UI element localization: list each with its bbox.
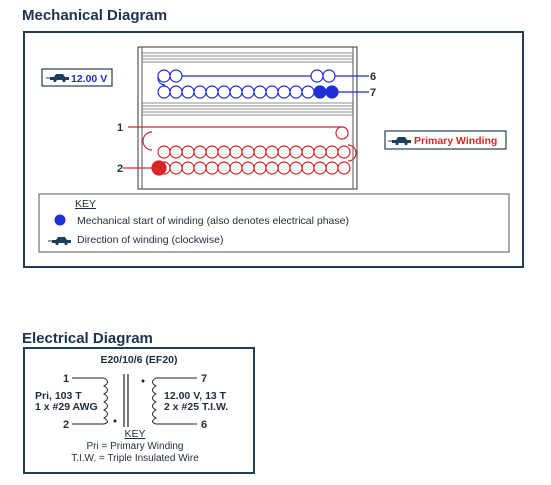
electrical-key-heading: KEY (124, 428, 145, 440)
primary-wire: 1 x #29 AWG (35, 401, 98, 413)
key-heading: KEY (75, 198, 96, 210)
electrical-schematic: E20/10/6 (EF20) 1 2 Pri, 103 T 1 x #29 A… (35, 354, 228, 464)
electrical-key-line2: T.I.W. = Triple Insulated Wire (71, 453, 199, 464)
mechanical-panel: 6 7 1 2 12.00 V Primary Winding KEY Mech… (23, 31, 524, 268)
secondary-voltage-turns: 12.00 V, 13 T (164, 390, 227, 402)
primary-row-1 (157, 161, 351, 175)
secondary-start-dot (325, 85, 339, 99)
electrical-panel: E20/10/6 (EF20) 1 2 Pri, 103 T 1 x #29 A… (23, 347, 255, 474)
key-direction-text: Direction of winding (clockwise) (77, 234, 223, 246)
start-dot-icon (54, 214, 66, 226)
secondary-voltage-label: 12.00 V (71, 73, 107, 85)
electrical-key-line1: Pri = Primary Winding (87, 441, 184, 452)
electrical-title: Electrical Diagram (22, 330, 153, 347)
primary-start-dot (151, 160, 167, 176)
pin-6-label: 6 (370, 71, 376, 83)
secondary-wire: 2 x #25 T.I.W. (164, 401, 228, 413)
mechanical-diagram: 6 7 1 2 12.00 V Primary Winding KEY Mech… (38, 46, 510, 253)
mechanical-title: Mechanical Diagram (22, 7, 168, 24)
secondary-coil (152, 377, 158, 425)
pin-7-label: 7 (370, 87, 376, 99)
secondary-start-dot (313, 85, 327, 99)
e-pin-2-label: 2 (63, 419, 69, 431)
primary-turns: Pri, 103 T (35, 390, 82, 402)
pin-1-label: 1 (117, 122, 123, 134)
primary-row-2 (157, 145, 351, 159)
mechanical-key: KEY Mechanical start of winding (also de… (38, 193, 510, 253)
secondary-label-box: 12.00 V (41, 68, 113, 87)
pin-2-label: 2 (117, 163, 123, 175)
secondary-winding (157, 69, 369, 99)
e-pin-6-label: 6 (201, 419, 207, 431)
primary-winding (128, 126, 357, 176)
core-label: E20/10/6 (EF20) (100, 354, 177, 366)
primary-coil (102, 377, 108, 425)
key-start-text: Mechanical start of winding (also denote… (77, 215, 349, 227)
primary-winding-label: Primary Winding (414, 135, 497, 147)
e-pin-7-label: 7 (201, 373, 207, 385)
primary-label-box: Primary Winding (384, 130, 507, 150)
e-pin-1-label: 1 (63, 373, 69, 385)
